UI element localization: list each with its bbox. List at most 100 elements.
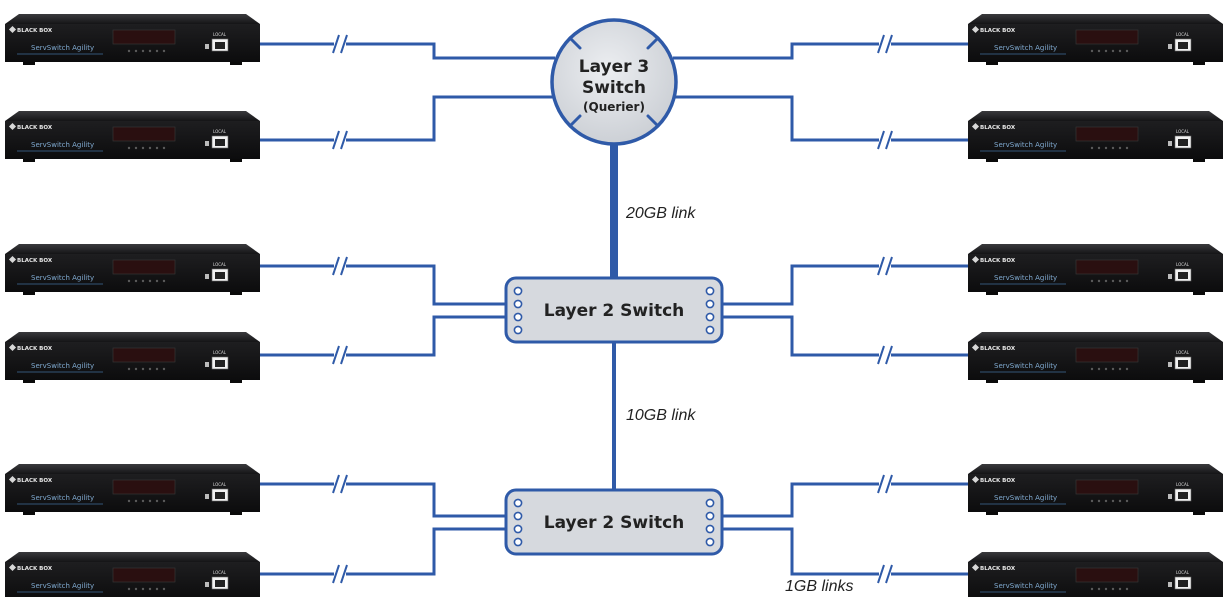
port-indicator-icon (205, 44, 209, 49)
device-foot (230, 512, 242, 515)
endpoint-link-right-4 (722, 315, 970, 357)
device-foot (986, 62, 998, 65)
device-button (1125, 499, 1129, 503)
device-button (134, 499, 138, 503)
device-foot (1193, 380, 1205, 383)
device-display (1075, 126, 1139, 142)
device-model: ServSwitch Agility (31, 494, 94, 502)
device-model: ServSwitch Agility (31, 362, 94, 370)
device-button (1090, 49, 1094, 53)
device-port-label: LOCAL (1176, 482, 1190, 487)
device-button (148, 146, 152, 150)
link-break-mark (877, 34, 885, 54)
link-break-mark (332, 474, 340, 494)
device-button (127, 49, 131, 53)
device-foot (23, 292, 35, 295)
device-display (1075, 479, 1139, 495)
device-model: ServSwitch Agility (31, 141, 94, 149)
device-button (1125, 49, 1129, 53)
device-top (5, 111, 260, 121)
device-button (1104, 49, 1108, 53)
endpoint-links (260, 34, 970, 584)
device-button (1118, 367, 1122, 371)
link-break-mark (885, 345, 893, 365)
switch-port (705, 511, 715, 521)
device-button (148, 49, 152, 53)
device-foot (23, 159, 35, 162)
link-break-mark (340, 345, 348, 365)
port-indicator-icon (1168, 582, 1172, 587)
device-display (112, 347, 176, 363)
endpoint-link-left-6 (260, 527, 506, 576)
device-foot (1193, 62, 1205, 65)
device-button (162, 49, 166, 53)
switch-port (513, 498, 523, 508)
core-switch-body (550, 18, 678, 146)
link-break-mark (332, 345, 340, 365)
device-button (155, 49, 159, 53)
device-brand: BLACK BOX (980, 28, 1016, 34)
link-break-gap (879, 481, 891, 487)
switch-port (705, 524, 715, 534)
device-foot (986, 512, 998, 515)
device-button (155, 146, 159, 150)
device-foot (986, 380, 998, 383)
device-button (134, 587, 138, 591)
link-break-mark (332, 564, 340, 584)
device-foot (230, 380, 242, 383)
switch-port (513, 312, 523, 322)
switch-body (504, 276, 724, 344)
device-button (1090, 587, 1094, 591)
rj45-port-socket (215, 360, 225, 367)
device-button (141, 587, 145, 591)
device-port-label: LOCAL (213, 32, 227, 37)
device-button (141, 146, 145, 150)
switch-port (705, 286, 715, 296)
port-indicator-icon (1168, 362, 1172, 367)
switch-port (705, 325, 715, 335)
device-button (148, 587, 152, 591)
device-button (155, 499, 159, 503)
rj45-port-socket (215, 139, 225, 146)
link-break-mark (885, 130, 893, 150)
device-foot (986, 292, 998, 295)
link-break-gap (334, 352, 346, 358)
brand-logo-icon (971, 475, 980, 484)
brand-logo-icon (8, 25, 17, 34)
device-model: ServSwitch Agility (31, 582, 94, 590)
link-break-gap (879, 41, 891, 47)
device-display (112, 479, 176, 495)
rj45-port-socket (1178, 492, 1188, 499)
device-button (1118, 49, 1122, 53)
endpoint-link-right-5 (722, 482, 970, 518)
layer-3-switch: Layer 3 Switch (Querier) (550, 18, 678, 146)
device-button (1097, 279, 1101, 283)
device-foot (23, 62, 35, 65)
port-indicator-icon (205, 582, 209, 587)
device-button (134, 49, 138, 53)
endpoint-link-right-6 (722, 527, 970, 576)
port-indicator-icon (1168, 44, 1172, 49)
endpoint-link-left-2 (260, 95, 555, 142)
device-brand: BLACK BOX (17, 346, 53, 352)
device-button (1125, 587, 1129, 591)
link-break-gap (334, 571, 346, 577)
switch-port (513, 511, 523, 521)
device-port-label: LOCAL (1176, 32, 1190, 37)
switch-port (513, 537, 523, 547)
link-break-mark (877, 130, 885, 150)
device-display (112, 29, 176, 45)
device-port-label: LOCAL (213, 129, 227, 134)
device-button (155, 279, 159, 283)
device-button (134, 146, 138, 150)
brand-logo-icon (8, 475, 17, 484)
device-button (1118, 499, 1122, 503)
device-brand: BLACK BOX (17, 28, 53, 34)
brand-logo-icon (971, 343, 980, 352)
device-display (112, 126, 176, 142)
link-break-gap (879, 571, 891, 577)
port-indicator-icon (205, 362, 209, 367)
